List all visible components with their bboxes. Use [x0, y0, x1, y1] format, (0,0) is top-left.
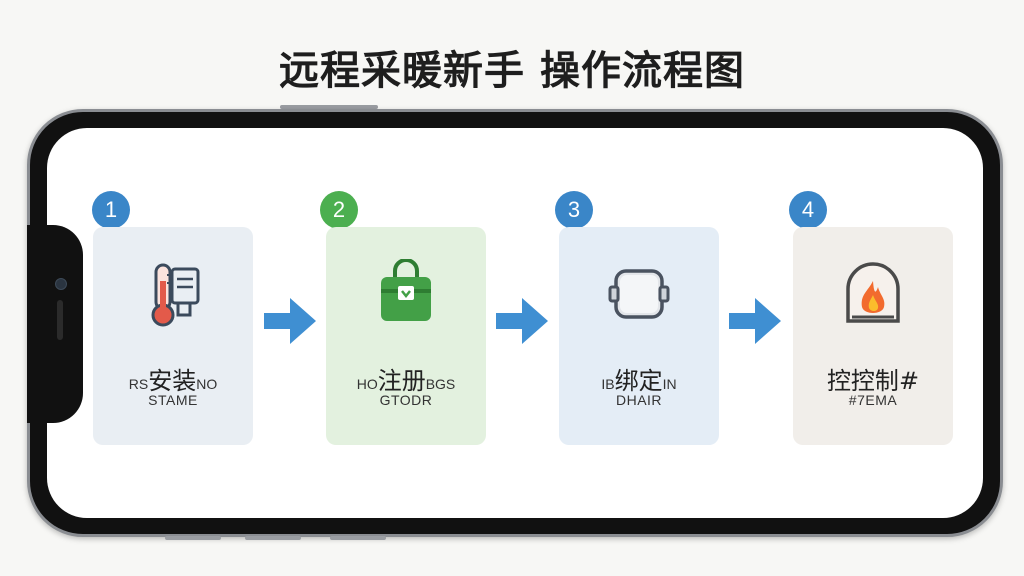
green-bag-icon — [326, 259, 486, 329]
step-4-right-text: # — [898, 367, 920, 395]
step-3-right-text: IN — [662, 376, 677, 392]
step-3-badge: 3 — [555, 191, 593, 229]
step-4-label-row: 控控制# — [793, 361, 953, 396]
phone-notch — [27, 225, 83, 423]
step-2-label-row: HO注册BGS — [326, 361, 486, 396]
step-1-badge: 1 — [92, 191, 130, 229]
step-1-right-text: NO — [196, 376, 218, 392]
step-1-left-text: RS — [128, 376, 149, 392]
arrow-right-icon — [729, 298, 781, 344]
step-1-label: 安装 — [148, 367, 197, 395]
camera-icon — [55, 278, 67, 290]
step-2-card: HO注册BGS GTODR — [326, 227, 486, 445]
step-3-sublabel: DHAIR — [615, 392, 663, 408]
page-title: 远程采暖新手 操作流程图 — [279, 48, 745, 94]
device-box-icon — [559, 259, 719, 329]
phone-side-button — [330, 536, 386, 540]
step-4-sublabel: #7EMA — [848, 392, 898, 408]
step-4-label: 控控制 — [826, 367, 899, 395]
thermometer-device-icon — [93, 259, 253, 329]
step-2-label: 注册 — [377, 367, 426, 395]
step-3-label-row: IB绑定IN — [559, 361, 719, 396]
step-1-card: RS安装NO STAME — [93, 227, 253, 445]
step-2-badge: 2 — [320, 191, 358, 229]
phone-side-button — [165, 536, 221, 540]
phone-side-button — [245, 536, 301, 540]
step-3-left-text: IB — [601, 376, 615, 392]
step-1-sublabel: STAME — [148, 392, 198, 408]
fire-heater-icon — [793, 259, 953, 329]
step-3-card: IB绑定IN DHAIR — [559, 227, 719, 445]
step-3-label: 绑定 — [614, 367, 663, 395]
step-2-right-text: BGS — [425, 376, 456, 392]
step-4-card: 控控制# #7EMA — [793, 227, 953, 445]
step-4-badge: 4 — [789, 191, 827, 229]
phone-top-button — [280, 105, 378, 109]
step-2-left-text: HO — [356, 376, 378, 392]
arrow-right-icon — [264, 298, 316, 344]
step-2-sublabel: GTODR — [379, 392, 433, 408]
arrow-right-icon — [496, 298, 548, 344]
speaker-grille — [57, 300, 63, 340]
step-1-label-row: RS安装NO — [93, 361, 253, 396]
